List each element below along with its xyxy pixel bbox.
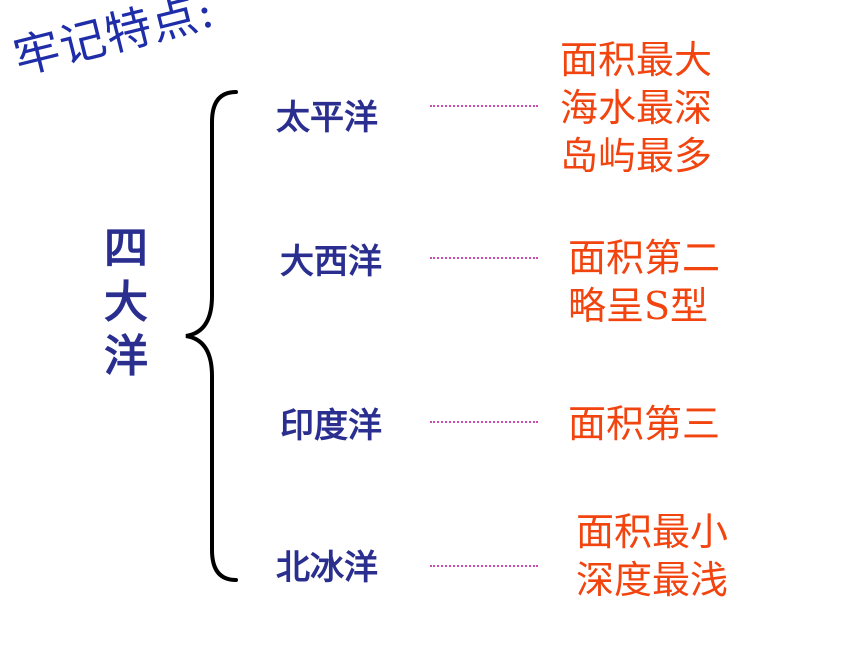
connector-pacific: [430, 105, 538, 107]
curly-brace: [185, 90, 238, 582]
features-arctic: 面积最小 深度最浅: [576, 508, 728, 604]
connector-atlantic: [430, 257, 538, 259]
feature-text: 面积第三: [568, 402, 721, 446]
feature-text: 略呈S型: [568, 284, 709, 328]
ocean-label-atlantic: 大西洋: [280, 242, 382, 282]
group-label-four-oceans: 四 大 洋: [98, 222, 154, 384]
connector-arctic: [430, 565, 538, 567]
connector-indian: [430, 421, 538, 423]
group-label-char: 大: [104, 277, 148, 328]
page-title: 牢记特点:: [8, 0, 220, 86]
features-indian: 面积第三: [568, 400, 720, 448]
ocean-label-arctic: 北冰洋: [276, 548, 378, 588]
feature-text: 深度最浅: [576, 558, 729, 602]
feature-text: 面积最小: [576, 510, 729, 554]
features-pacific: 面积最大 海水最深 岛屿最多: [560, 36, 712, 180]
feature-text: 面积第二: [568, 236, 721, 280]
ocean-label-indian: 印度洋: [280, 406, 382, 446]
feature-text: 岛屿最多: [560, 134, 713, 178]
ocean-label-pacific: 太平洋: [276, 98, 378, 138]
feature-text: 海水最深: [560, 86, 713, 130]
features-atlantic: 面积第二 略呈S型: [568, 234, 720, 330]
group-label-char: 洋: [104, 331, 148, 382]
feature-text: 面积最大: [560, 38, 713, 82]
group-label-char: 四: [104, 223, 148, 274]
